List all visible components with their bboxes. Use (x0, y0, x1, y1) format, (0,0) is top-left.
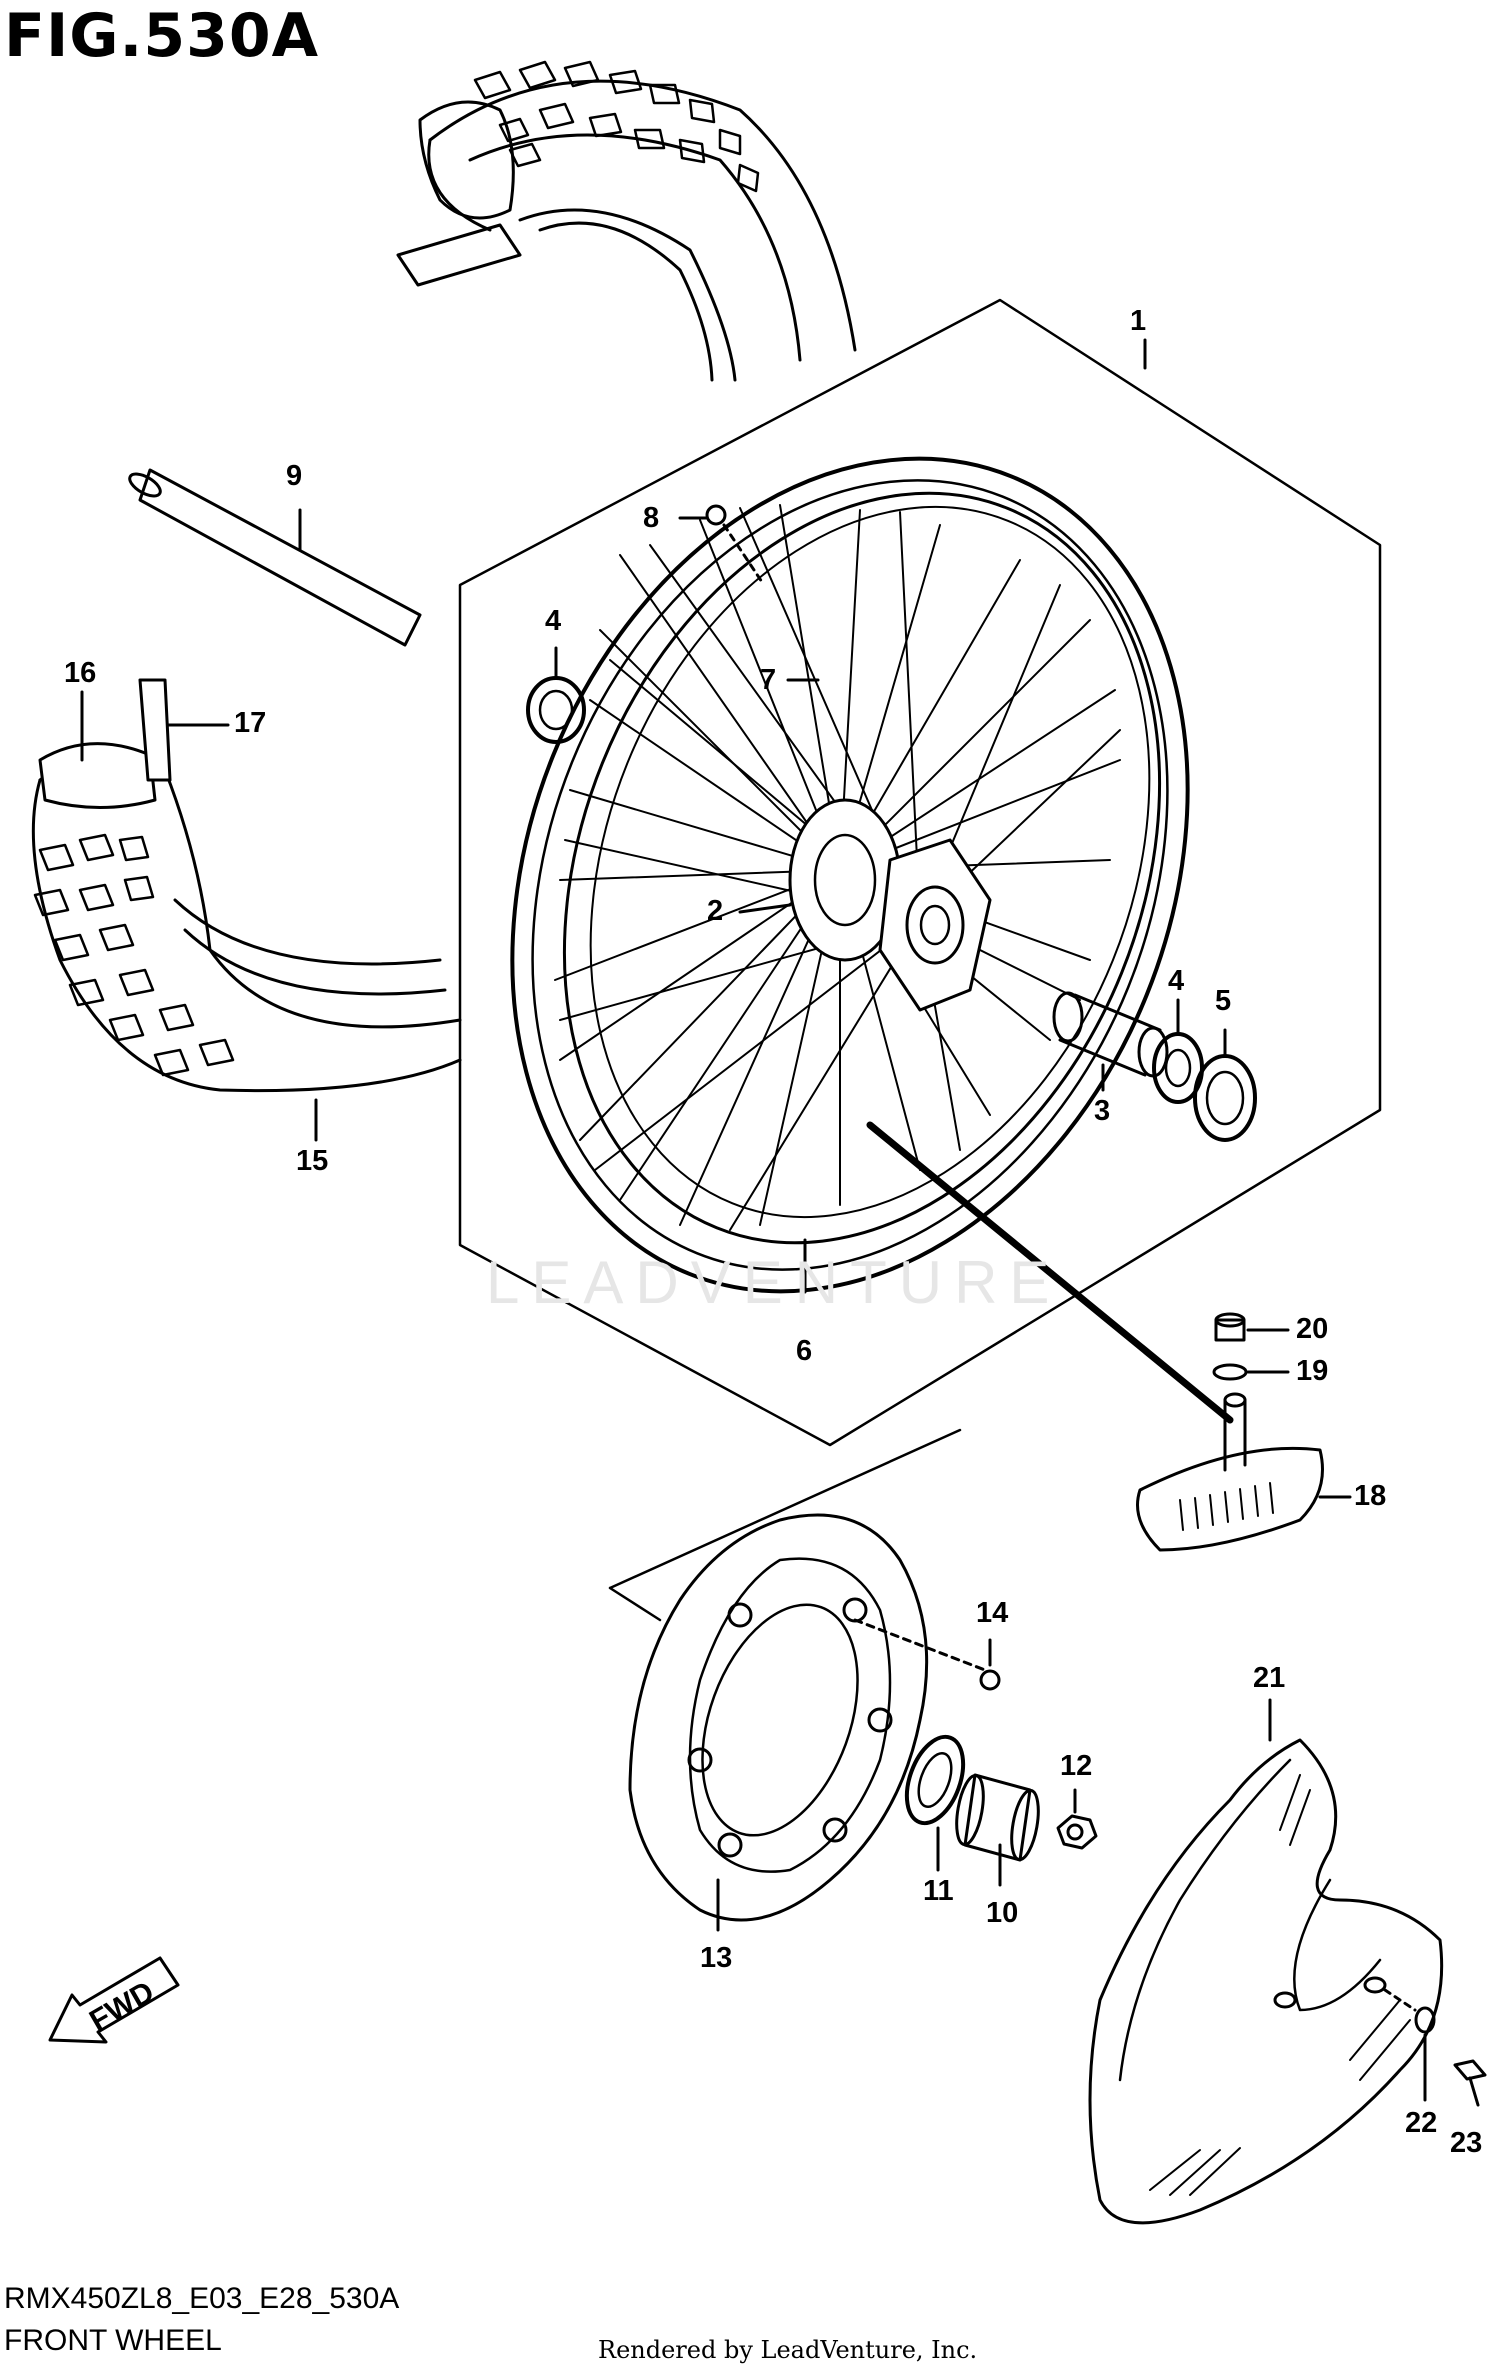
callout-2[interactable]: 2 (707, 895, 724, 927)
callout-11[interactable]: 11 (923, 1875, 954, 1907)
front-axle (128, 468, 422, 647)
callout-20[interactable]: 20 (1296, 1313, 1329, 1345)
leader-2 (738, 903, 792, 914)
callout-10[interactable]: 10 (986, 1897, 1019, 1929)
callout-15[interactable]: 15 (296, 1145, 329, 1177)
callout-22[interactable]: 22 (1405, 2107, 1438, 2139)
callout-17[interactable]: 17 (234, 707, 267, 739)
callout-21[interactable]: 21 (1253, 1662, 1286, 1694)
render-credit: Rendered by LeadVenture, Inc. (598, 2336, 978, 2364)
callout-14[interactable]: 14 (976, 1597, 1009, 1629)
nipple-8 (705, 504, 764, 584)
disc-cover (1088, 1698, 1444, 2225)
nut-20 (1214, 1312, 1290, 1342)
callout-4-right[interactable]: 4 (1168, 965, 1185, 997)
callout-19[interactable]: 19 (1296, 1355, 1329, 1387)
watermark: LEADVENTURE (486, 1249, 1062, 1316)
callout-6[interactable]: 6 (796, 1335, 813, 1367)
rim (510, 456, 1190, 1294)
hub (788, 798, 992, 1012)
disc-bolt (853, 1618, 1001, 1691)
dust-seal-11 (904, 1734, 966, 1872)
collar-10 (955, 1773, 1040, 1887)
washer-19 (1212, 1363, 1290, 1381)
model-code: RMX450ZL8_E03_E28_530A (4, 2282, 400, 2315)
dust-seal-right (1193, 1028, 1257, 1142)
callout-16[interactable]: 16 (64, 657, 97, 689)
bearing-left (526, 646, 586, 744)
washer-22 (1383, 1988, 1436, 2102)
callout-1[interactable]: 1 (1130, 305, 1147, 337)
spacer (1052, 991, 1169, 1092)
figure-title: FIG.530A (4, 1, 320, 71)
callout-7[interactable]: 7 (760, 664, 777, 696)
callout-18[interactable]: 18 (1354, 1480, 1387, 1512)
assembly-outline-box (458, 298, 1382, 1447)
tire-top-fragment (396, 60, 857, 382)
callout-5[interactable]: 5 (1215, 985, 1232, 1017)
callout-8[interactable]: 8 (643, 502, 660, 534)
callout-13[interactable]: 13 (700, 1942, 733, 1974)
disc-group-outline (608, 1428, 962, 1622)
callout-3[interactable]: 3 (1094, 1095, 1111, 1127)
tread-blocks-top (473, 60, 760, 193)
callout-4-left[interactable]: 4 (545, 605, 562, 637)
fwd-arrow (48, 1956, 180, 2044)
brake-disc (628, 1513, 929, 1932)
callout-12[interactable]: 12 (1060, 1750, 1093, 1782)
callout-23[interactable]: 23 (1450, 2127, 1483, 2159)
section-name: FRONT WHEEL (4, 2324, 222, 2357)
tire-left-fragment (31, 678, 462, 1142)
rim-lock (866, 1121, 1352, 1552)
bolt-23 (1453, 2059, 1487, 2107)
callout-9[interactable]: 9 (286, 460, 303, 492)
nut-12 (1056, 1788, 1098, 1850)
tread-blocks-left (33, 833, 235, 1077)
